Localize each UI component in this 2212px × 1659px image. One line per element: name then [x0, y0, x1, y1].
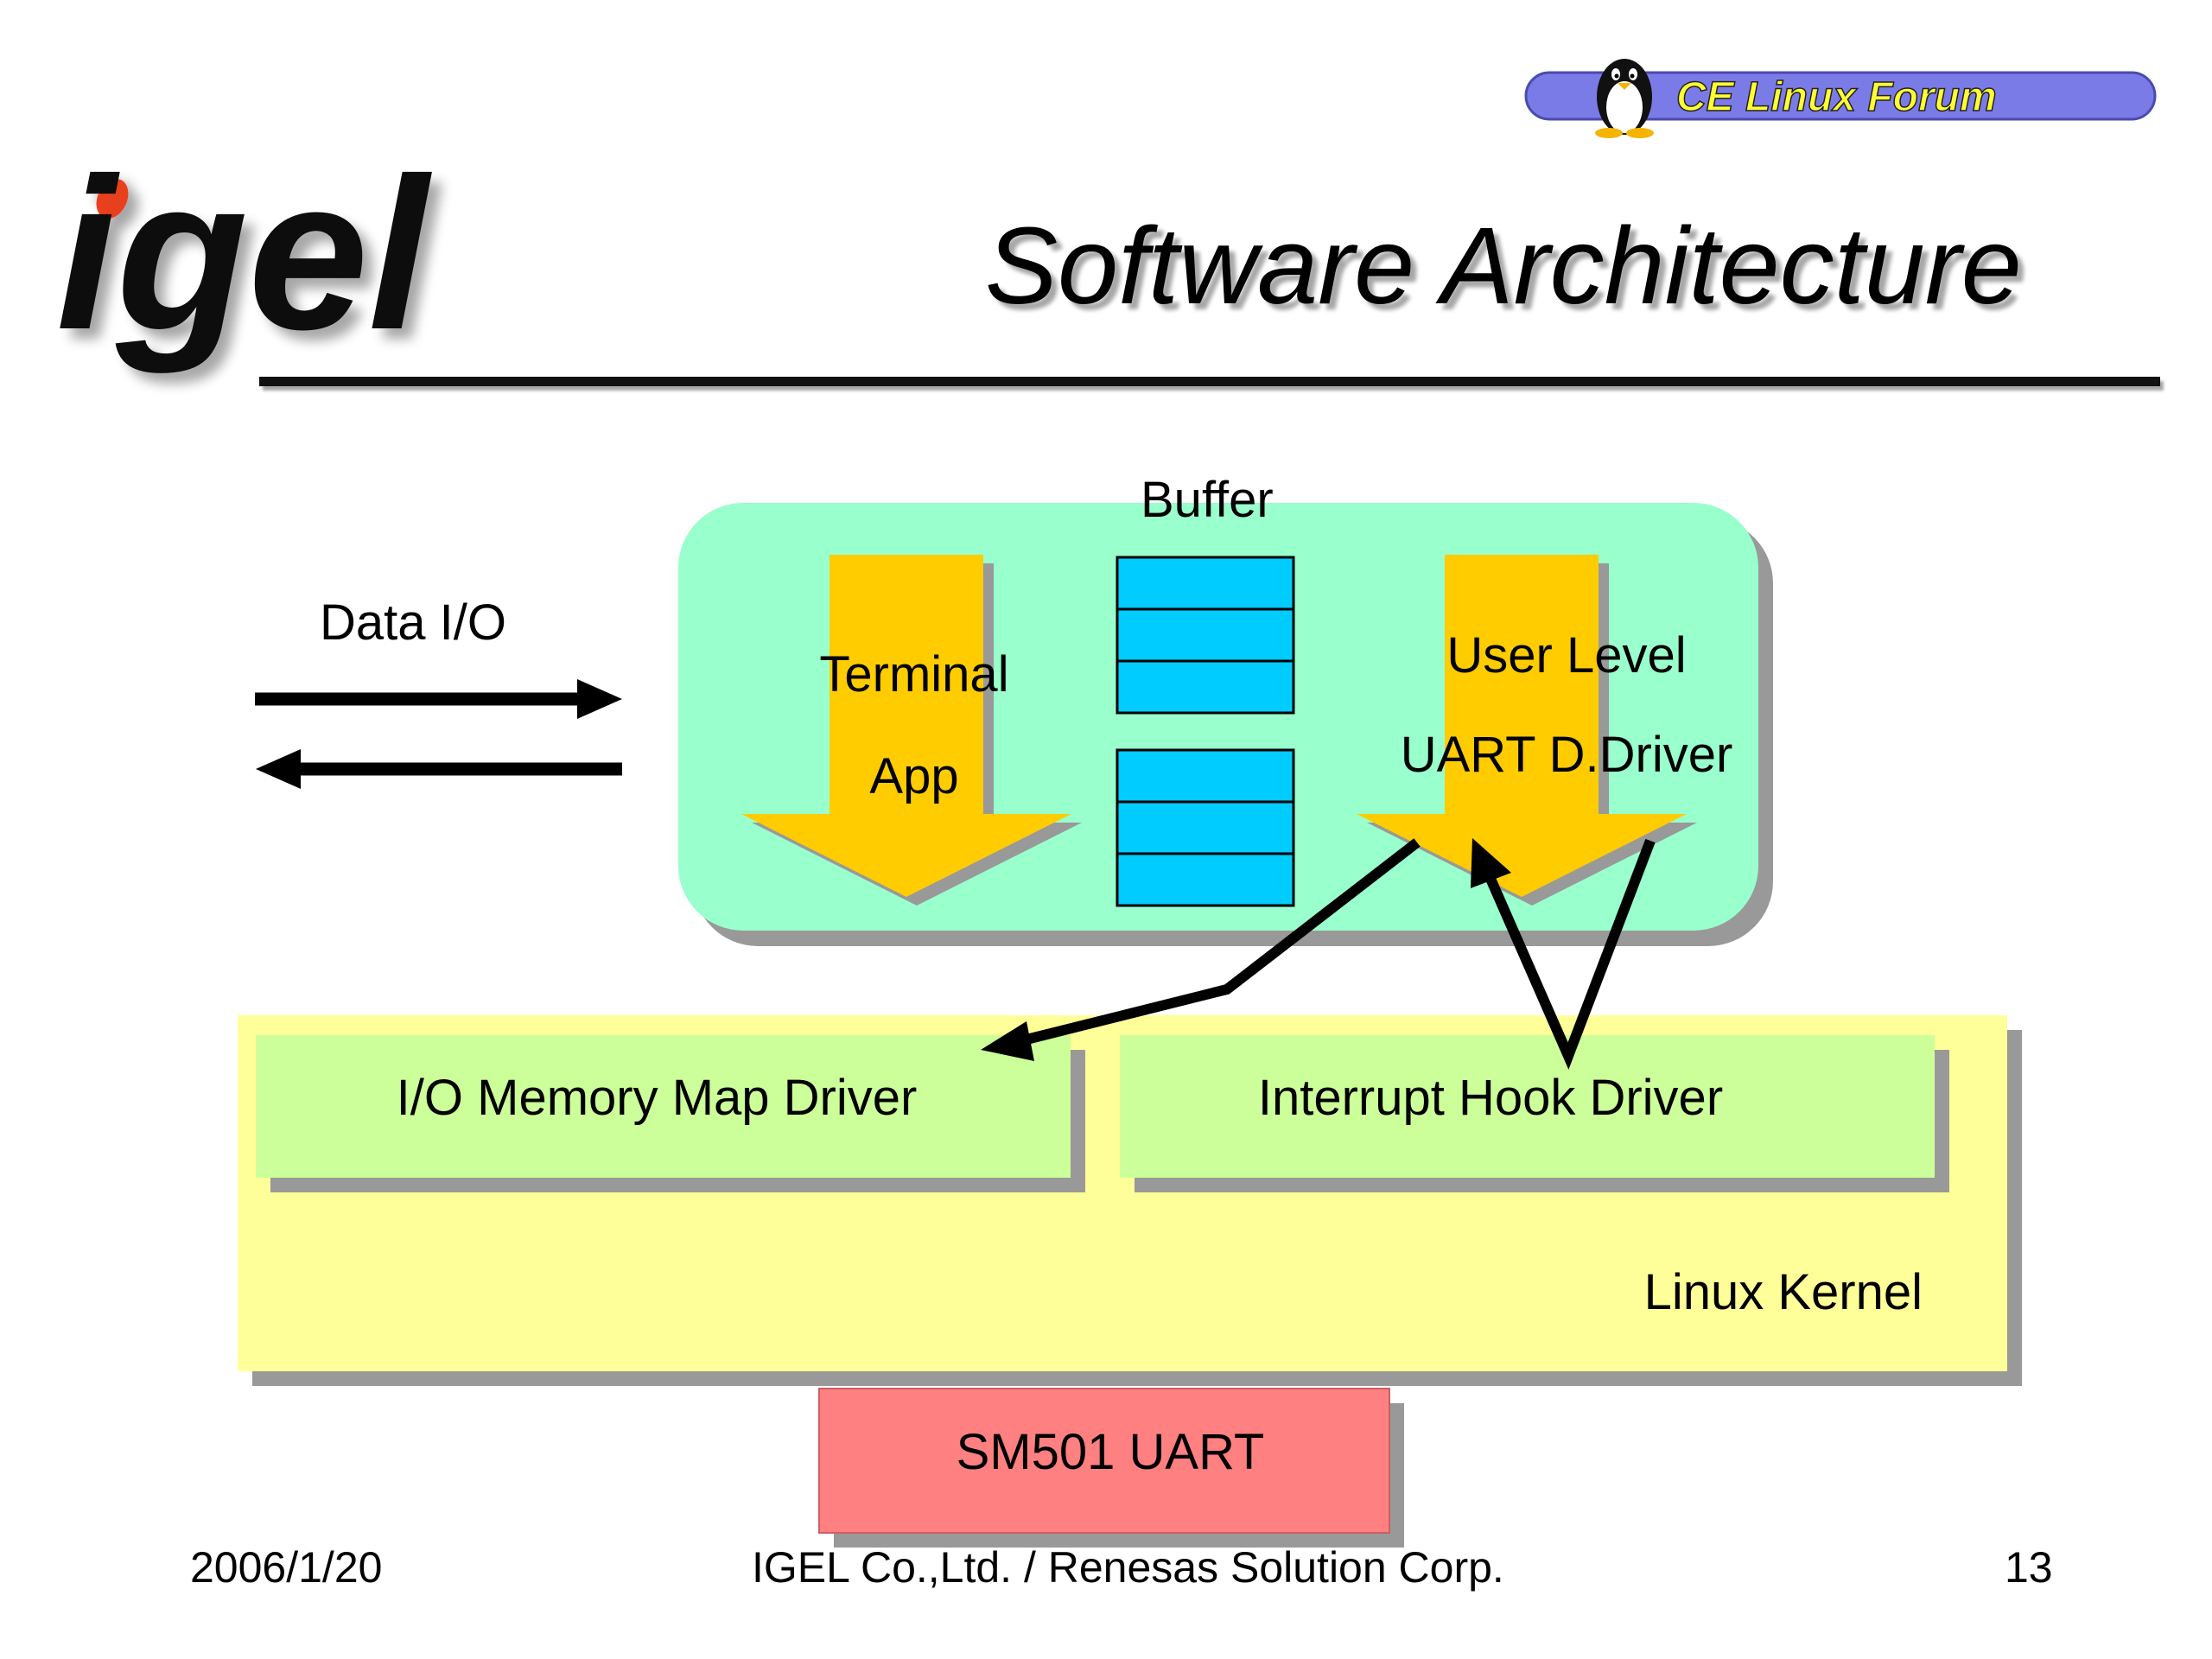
- uart-driver-arrow: [1357, 555, 1687, 897]
- linux-kernel-label: Linux Kernel: [1644, 1264, 1923, 1320]
- driver-to-memory-map-arrow: [981, 838, 1421, 1061]
- forum-badge-text: CE Linux Forum: [1676, 74, 1997, 120]
- buffer-cell: [1116, 556, 1295, 611]
- terminal-app-label-line1: Terminal: [819, 646, 1008, 702]
- igel-logo: igel: [48, 112, 462, 475]
- buffer-cell: [1116, 607, 1295, 663]
- footer-page-number: 13: [2005, 1543, 2053, 1592]
- sm501-uart-box: [818, 1388, 1390, 1534]
- interrupt-hook-loop-arrow: [1471, 838, 1656, 1070]
- buffer-label: Buffer: [1141, 472, 1274, 528]
- sm501-uart-label: SM501 UART: [957, 1424, 1265, 1480]
- io-memory-map-driver-box: [256, 1035, 1071, 1178]
- footer-date: 2006/1/20: [190, 1543, 383, 1592]
- uart-driver-label-line2: UART D.Driver: [1401, 727, 1733, 783]
- title-underline: [259, 377, 2160, 386]
- ce-linux-forum-badge: CE Linux Forum: [1521, 43, 2160, 138]
- logo-text: igel: [56, 133, 432, 374]
- uart-driver-label-line1: User Level: [1446, 627, 1686, 683]
- penguin-icon: [1595, 59, 1654, 138]
- io-memory-map-driver-label: I/O Memory Map Driver: [397, 1070, 918, 1126]
- buffer-cell: [1116, 748, 1295, 804]
- terminal-app-label-line2: App: [869, 748, 958, 804]
- data-io-arrows: [255, 679, 622, 789]
- page-title: Software Architecture: [985, 205, 2022, 327]
- interrupt-hook-driver-label: Interrupt Hook Driver: [1258, 1070, 1723, 1126]
- buffer-cell: [1116, 659, 1295, 715]
- terminal-app-arrow: [741, 555, 1071, 897]
- buffer-stack-bottom: [1116, 748, 1295, 907]
- footer-company: IGEL Co.,Ltd. / Renesas Solution Corp.: [752, 1543, 1504, 1592]
- buffer-cell: [1116, 800, 1295, 855]
- interrupt-hook-driver-box: [1120, 1035, 1935, 1178]
- buffer-stack-top: [1116, 556, 1295, 715]
- buffer-cell: [1116, 852, 1295, 907]
- data-io-label: Data I/O: [320, 594, 506, 651]
